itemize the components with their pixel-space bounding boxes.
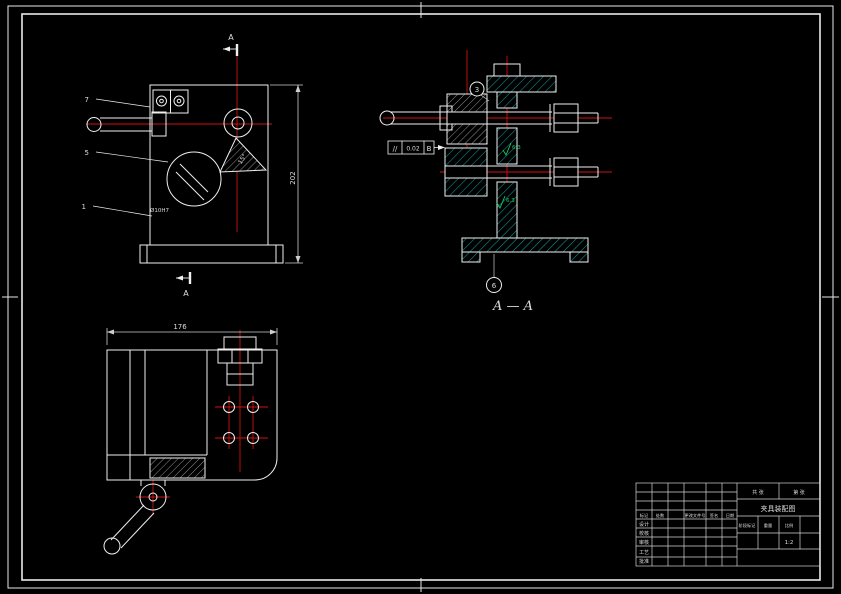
section-label-bottom: A [183,289,189,298]
sign-row-review: 审核 [639,539,649,546]
handle-ball [86,117,102,132]
balloon-7: 7 [85,96,89,104]
main-bore-circle [166,151,222,207]
section-bolts [445,103,599,187]
balloon-3: 3 [475,86,479,94]
sheet-no: 第 张 [793,489,805,496]
sign-row-process: 工艺 [639,550,649,556]
scale-label: 比例 [785,522,793,529]
stage-label: 阶段标记 [739,522,757,529]
fcf-value: 0.02 [406,146,420,153]
rev-header-sign: 签名 [710,512,718,519]
sign-row-check: 校核 [639,530,649,537]
title-block-text: 标记 处数 更改文件号 签名 日期 设计 校核 审核 工艺 批准 共 张 第 张… [639,489,805,565]
balloon-circle-bottom [486,277,502,293]
finish-mark-top [502,142,512,156]
section-view: // 0.02 B 6.3 6.3 3 6 A — A [379,50,612,314]
pivot-circle [223,108,253,138]
finish-value-bottom: 6.3 [506,198,515,204]
finish-mark-bottom [496,195,506,209]
top-dimension-176 [106,328,278,345]
note-angle: 15° [237,153,249,166]
front-view: A A 202 Ø10H7 15° 7 5 1 [82,33,303,298]
front-geometry [86,84,284,264]
rev-header-docno: 更改文件号 [685,512,706,519]
balloon-5: 5 [85,149,89,157]
weight-label: 重量 [764,522,772,529]
balloon-leader-top [480,94,490,102]
dim-202: 202 [289,171,297,184]
top-view: 176 [103,323,278,555]
section-label-top: A [228,33,234,42]
note-bore: Ø10H7 [150,207,169,214]
lever-wedge [219,137,268,173]
sign-row-design: 设计 [639,521,649,528]
rev-header-count: 处数 [656,512,665,519]
rev-header-date: 日期 [726,513,734,519]
sign-row-approve: 批准 [639,558,649,565]
front-centerlines [86,44,272,232]
balloon-6: 6 [492,282,497,290]
drawing-title: 夹具装配图 [761,504,796,513]
top-geometry [103,336,278,555]
front-dimension-202 [270,84,303,264]
view-title-aa: A — A [492,299,533,314]
sheet-total: 共 张 [752,489,764,496]
title-block [635,482,821,567]
front-section-marks [176,44,239,284]
top-centerlines [136,330,268,514]
fcf-symbol: // [393,145,398,153]
balloon-1: 1 [82,203,86,211]
handle-ball [379,110,395,126]
dim-176: 176 [173,323,187,331]
handle-ball-top [103,537,121,555]
fcf-datum: B [427,145,432,153]
finish-value-top: 6.3 [512,145,521,151]
pivot-circle-top [139,483,167,511]
rev-header-mark: 标记 [640,512,649,519]
scale-value: 1:2 [785,540,794,546]
balloon-circle-top [469,81,485,97]
feature-control-frame [387,140,445,155]
